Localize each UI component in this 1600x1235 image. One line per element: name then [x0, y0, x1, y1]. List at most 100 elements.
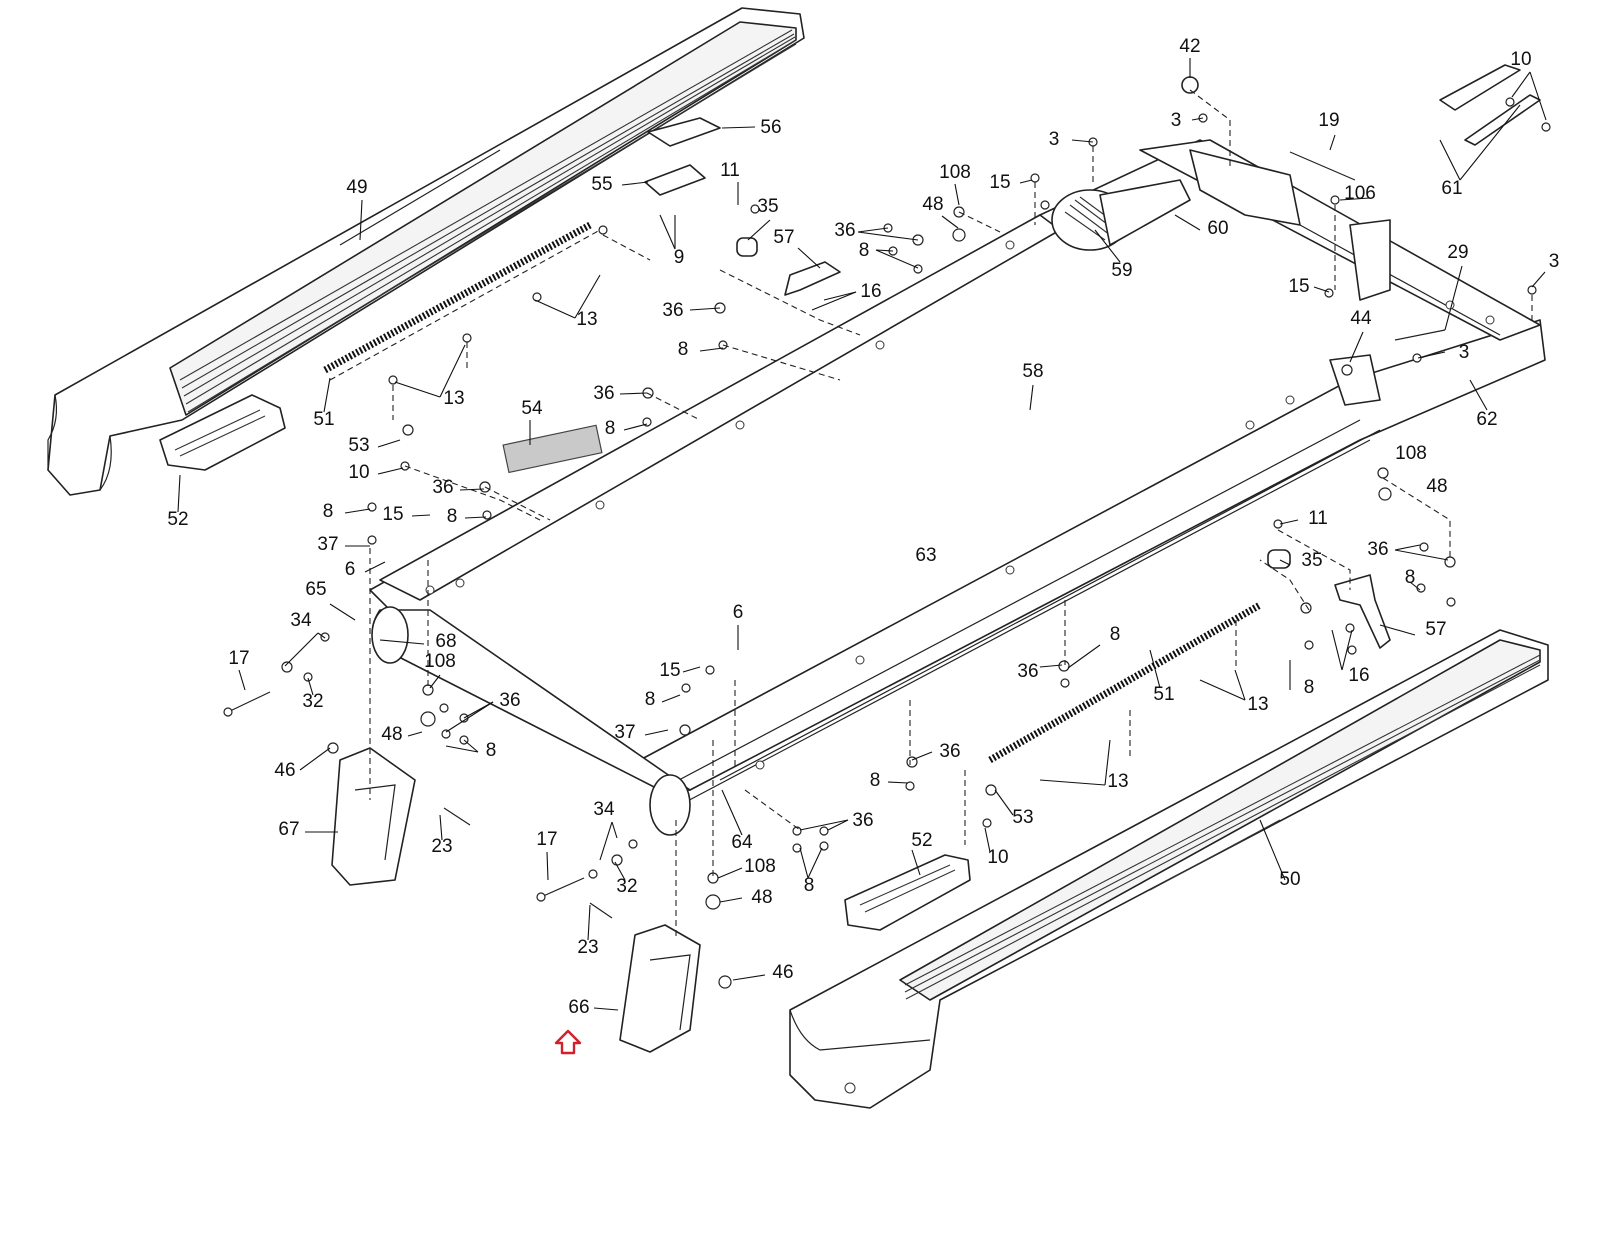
callout-53: 53 [1012, 807, 1033, 828]
leader-line [1199, 679, 1246, 701]
up-arrow-icon [554, 1029, 582, 1055]
leader-lines [177, 58, 1547, 1011]
leader-line [317, 632, 326, 639]
cushion-block [647, 117, 721, 147]
callout-106: 106 [1344, 183, 1376, 204]
callout-48: 48 [751, 887, 772, 908]
leader-line [1279, 559, 1291, 566]
leader-line [1174, 214, 1201, 231]
callout-36: 36 [939, 741, 960, 762]
leader-line [1329, 134, 1336, 151]
callout-42: 42 [1179, 36, 1200, 57]
leader-line [797, 247, 821, 269]
callout-10: 10 [1510, 49, 1531, 70]
callout-23: 23 [577, 937, 598, 958]
leader-line [1439, 139, 1461, 181]
leader-line [614, 861, 626, 881]
leader-line [1349, 331, 1364, 363]
callout-64: 64 [731, 832, 753, 853]
callout-35: 35 [757, 196, 778, 217]
callout-53: 53 [348, 435, 369, 456]
callout-108: 108 [744, 856, 776, 877]
leader-line [799, 819, 849, 831]
leader-line [1529, 71, 1547, 121]
leader-line [1511, 71, 1531, 98]
leader-line [661, 694, 681, 703]
callout-108: 108 [939, 162, 971, 183]
callout-56: 56 [760, 117, 781, 138]
leader-line [857, 227, 889, 233]
callout-15: 15 [382, 504, 403, 525]
callout-46: 46 [274, 760, 295, 781]
callout-36: 36 [593, 383, 614, 404]
leader-line [344, 508, 371, 514]
callout-67: 67 [278, 819, 299, 840]
leader-line [1279, 519, 1299, 525]
callout-37: 37 [614, 722, 635, 743]
callout-36: 36 [1367, 539, 1388, 560]
callout-36: 36 [432, 477, 453, 498]
leader-line [827, 819, 849, 831]
leader-line [299, 747, 331, 771]
right-hood-cover [619, 924, 701, 1053]
belt-guide-part [1439, 64, 1541, 146]
callout-16: 16 [860, 281, 881, 302]
callout-32: 32 [302, 691, 323, 712]
callout-23: 23 [431, 836, 452, 857]
callout-59: 59 [1111, 260, 1132, 281]
callout-8: 8 [1405, 567, 1416, 588]
leader-line [1259, 819, 1286, 881]
leader-line [1039, 779, 1106, 786]
leader-line [1417, 351, 1446, 359]
callout-51: 51 [1153, 684, 1174, 705]
leader-line [941, 215, 959, 229]
callout-13: 13 [1107, 771, 1128, 792]
leader-line [1339, 197, 1371, 201]
leader-line [1444, 265, 1463, 331]
callout-61: 61 [1441, 178, 1462, 199]
callout-60: 60 [1207, 218, 1228, 239]
callout-52: 52 [911, 830, 932, 851]
callout-8: 8 [804, 875, 815, 896]
leader-line [875, 249, 919, 269]
callout-9: 9 [674, 247, 685, 268]
leader-line [1067, 644, 1101, 669]
leader-line [439, 344, 466, 398]
callout-13: 13 [1247, 694, 1268, 715]
leader-line [611, 821, 618, 839]
leader-line [284, 632, 319, 667]
leader-line [659, 214, 676, 250]
leader-line [644, 729, 669, 736]
leader-line [719, 897, 743, 903]
callout-11: 11 [720, 160, 740, 181]
leader-line [1409, 581, 1421, 591]
callout-35: 35 [1301, 550, 1322, 571]
leader-line [823, 291, 857, 301]
leader-line [1071, 139, 1094, 143]
callout-13: 13 [576, 309, 597, 330]
leader-line [1531, 271, 1546, 288]
callout-15: 15 [1288, 276, 1309, 297]
callout-8: 8 [1110, 624, 1121, 645]
callout-108: 108 [1395, 443, 1427, 464]
callout-62: 62 [1476, 409, 1497, 430]
leader-line [599, 821, 613, 861]
leader-line [445, 701, 494, 733]
callout-10: 10 [348, 462, 369, 483]
leader-line [359, 199, 363, 241]
callout-8: 8 [859, 240, 870, 261]
leader-line [1019, 179, 1033, 184]
leader-line [1394, 549, 1449, 561]
leader-line [689, 307, 721, 311]
callout-54: 54 [521, 398, 543, 419]
leader-line [732, 974, 766, 981]
leader-line [463, 739, 479, 753]
left-side-rail [47, 7, 805, 496]
leader-line [721, 126, 756, 129]
leader-line [238, 669, 246, 691]
warning-label-decal [502, 424, 603, 474]
callout-17: 17 [536, 829, 557, 850]
cushion-spring-left [323, 221, 601, 381]
callout-36: 36 [852, 810, 873, 831]
